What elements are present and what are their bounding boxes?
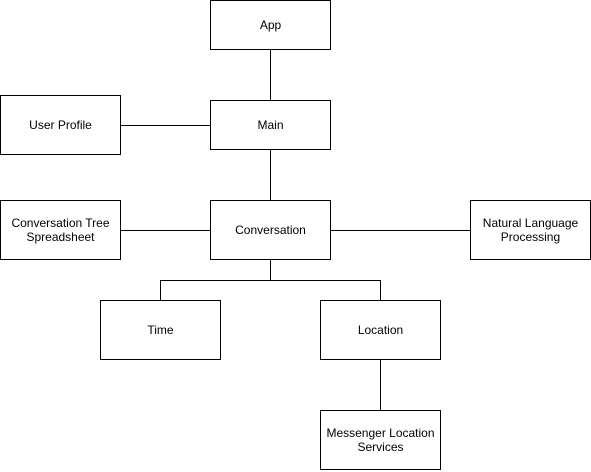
node-app-label: App (259, 18, 282, 32)
node-location-label: Location (357, 323, 404, 337)
node-conversation[interactable]: Conversation (210, 200, 331, 260)
edge-conversation-location (270, 280, 381, 300)
node-time[interactable]: Time (100, 300, 221, 360)
node-user-profile-label: User Profile (29, 118, 92, 132)
node-conversation-tree-label-line1: Conversation Tree (11, 216, 110, 230)
node-natural-language-processing[interactable]: Natural Language Processing (470, 200, 591, 260)
node-messenger-location-services[interactable]: Messenger Location Services (320, 410, 441, 470)
node-conversation-label: Conversation (235, 223, 306, 237)
node-user-profile[interactable]: User Profile (0, 95, 121, 155)
node-nlp-label-line2: Processing (500, 230, 561, 244)
edge-conversation-time (160, 260, 271, 300)
node-messenger-label-line2: Services (357, 440, 404, 454)
node-main[interactable]: Main (210, 100, 331, 150)
node-nlp-label-line1: Natural Language (482, 216, 579, 230)
node-conversation-tree-label-line2: Spreadsheet (26, 230, 95, 244)
node-app[interactable]: App (210, 0, 331, 50)
node-time-label: Time (147, 323, 174, 337)
node-location[interactable]: Location (320, 300, 441, 360)
node-main-label: Main (257, 118, 284, 132)
node-messenger-label-line1: Messenger Location (326, 426, 435, 440)
node-conversation-tree-spreadsheet[interactable]: Conversation Tree Spreadsheet (0, 200, 121, 260)
